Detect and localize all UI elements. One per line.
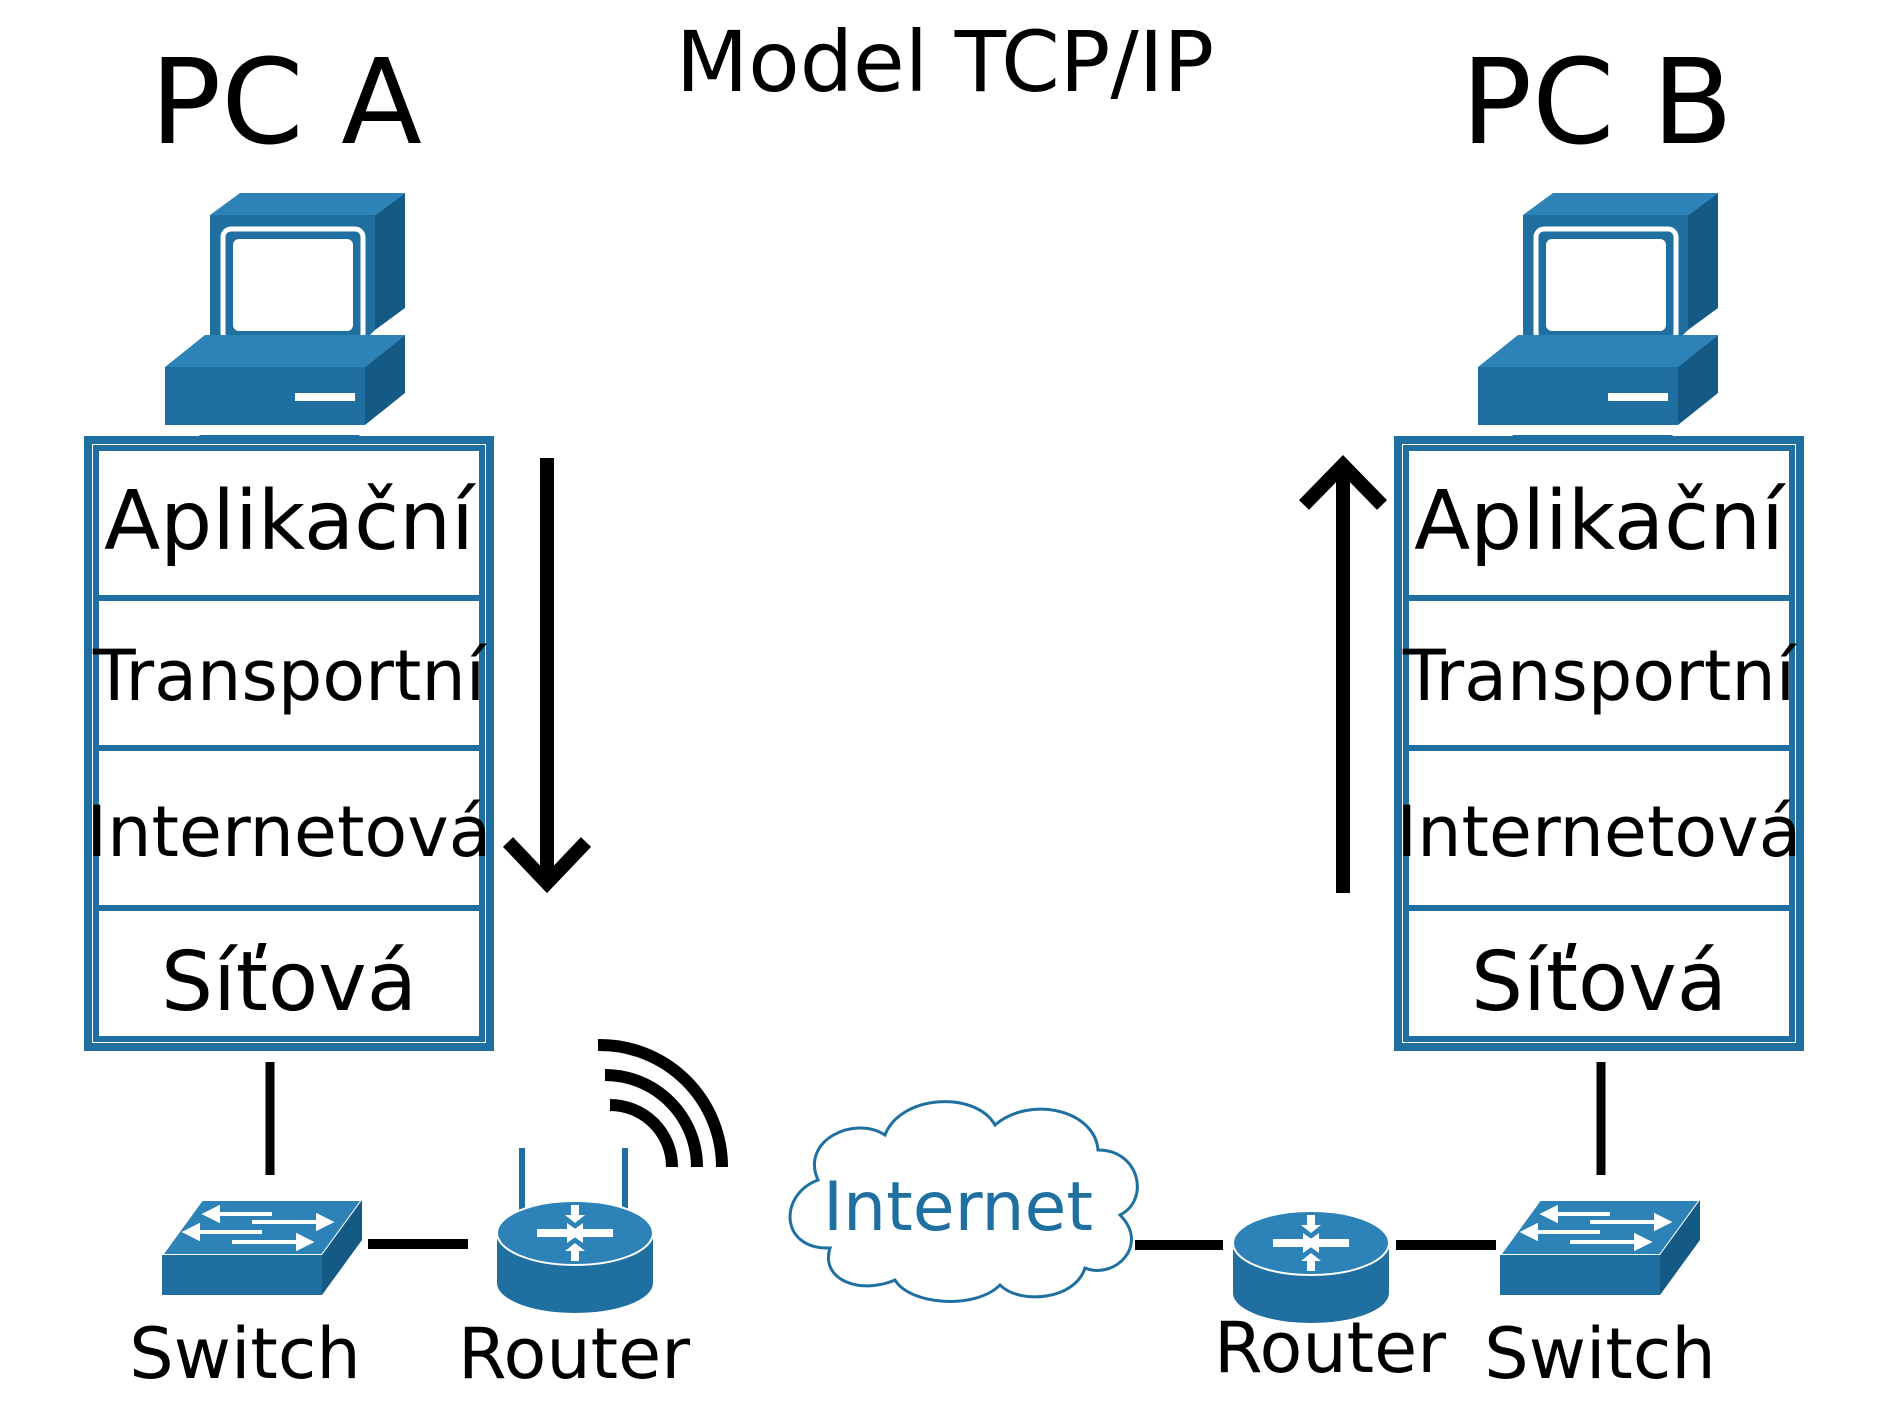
diagram-title: Model TCP/IP xyxy=(676,13,1214,111)
internet-cloud-icon xyxy=(788,1100,1139,1303)
wifi-signal-icon xyxy=(597,1038,728,1168)
pc-a-label: PC A xyxy=(150,33,422,171)
right-switch-icon xyxy=(1498,1198,1702,1297)
pc-a-layer-stack: Aplikační Transportní Internetová Síťová xyxy=(84,436,494,1051)
right-switch-label: Switch xyxy=(1484,1313,1715,1395)
pc-b-layer-network: Síťová xyxy=(1471,935,1727,1030)
desktop-computer-icon xyxy=(165,193,405,470)
pc-a-layer-application: Aplikační xyxy=(104,474,476,569)
pc-b-label: PC B xyxy=(1461,33,1733,171)
pc-b-layer-stack: Aplikační Transportní Internetová Síťová xyxy=(1394,436,1804,1051)
desktop-computer-icon xyxy=(1478,193,1718,470)
left-router-icon xyxy=(496,1148,654,1314)
right-router-label: Router xyxy=(1214,1307,1446,1389)
pc-a-layer-internet: Internetová xyxy=(86,791,491,873)
up-arrow-icon xyxy=(1298,454,1388,893)
left-switch-label: Switch xyxy=(129,1313,360,1395)
pc-a-layer-transport: Transportní xyxy=(92,635,488,717)
down-arrow-icon xyxy=(502,458,592,894)
pc-a-layer-network: Síťová xyxy=(161,935,417,1030)
pc-b-layer-transport: Transportní xyxy=(1402,635,1798,717)
left-switch-icon xyxy=(160,1198,364,1297)
pc-b-layer-internet: Internetová xyxy=(1396,791,1801,873)
internet-label: Internet xyxy=(823,1168,1093,1247)
pc-b-layer-application: Aplikační xyxy=(1414,474,1786,569)
left-router-label: Router xyxy=(458,1313,690,1395)
